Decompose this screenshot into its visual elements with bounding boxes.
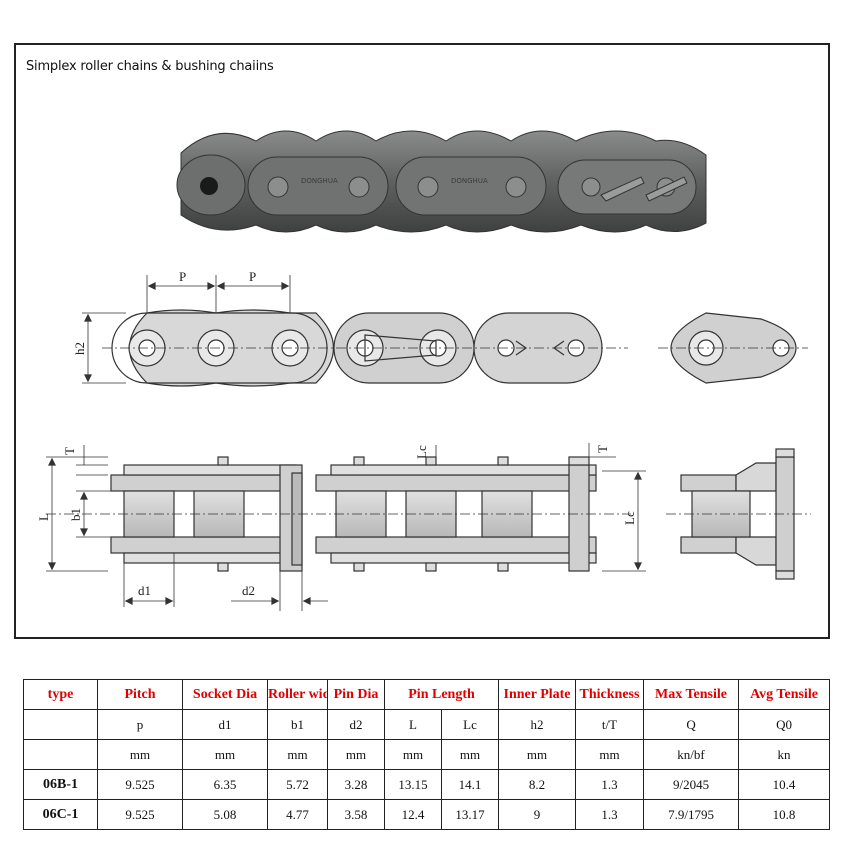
symbol-cell: d1: [182, 709, 268, 740]
unit-row: mm mm mm mm mm mm mm mm kn/bf kn: [23, 739, 831, 770]
figure-title: Simplex roller chains & bushing chaiins: [26, 59, 274, 74]
label-T-right: T: [595, 445, 610, 453]
unit-cell: kn/bf: [643, 739, 740, 770]
spec-table: type Pitch Socket Dia Roller width Pin D…: [23, 679, 831, 830]
unit-cell: mm: [384, 739, 442, 770]
value-cell: 13.17: [440, 799, 500, 830]
type-cell: 06C-1: [23, 799, 98, 830]
value-cell: 5.72: [267, 769, 328, 800]
label-T-left: T: [62, 447, 77, 455]
value-cell: 9.525: [97, 769, 183, 800]
label-pitch-2: P: [249, 269, 256, 284]
symbol-cell: h2: [498, 709, 577, 740]
header-pin-dia: Pin Dia: [327, 679, 385, 710]
symbol-cell: p: [97, 709, 183, 740]
value-cell: 12.4: [384, 799, 442, 830]
unit-cell: kn: [738, 739, 831, 770]
header-thickness: Thickness: [575, 679, 645, 710]
header-pin-length: Pin Length: [383, 679, 500, 710]
unit-cell: mm: [327, 739, 385, 770]
symbol-cell: L: [384, 709, 442, 740]
value-cell: 10.8: [738, 799, 831, 830]
value-cell: 8.2: [498, 769, 577, 800]
type-cell: 06B-1: [23, 769, 98, 800]
label-d1: d1: [138, 583, 151, 598]
symbol-cell: d2: [327, 709, 385, 740]
unit-cell: mm: [440, 739, 500, 770]
header-avg-tensile: Avg Tensile: [738, 679, 831, 710]
label-Lc-left: Lc: [414, 445, 429, 459]
header-socket-dia: Socket Dia: [182, 679, 268, 710]
header-row: type Pitch Socket Dia Roller width Pin D…: [23, 679, 831, 710]
symbol-cell: Lc: [440, 709, 500, 740]
value-cell: 4.77: [267, 799, 328, 830]
header-inner-plate: Inner Plate: [498, 679, 577, 710]
unit-cell: mm: [182, 739, 268, 770]
table-row: 06C-1 9.525 5.08 4.77 3.58 12.4 13.17 9 …: [23, 799, 831, 830]
side-view-drawing: [82, 275, 808, 387]
label-b1: b1: [68, 508, 83, 521]
label-h2: h2: [72, 342, 87, 355]
value-cell: 3.58: [327, 799, 385, 830]
value-cell: 9: [498, 799, 577, 830]
label-Lc-right: Lc: [622, 511, 637, 525]
unit-cell: mm: [267, 739, 328, 770]
table-row: 06B-1 9.525 6.35 5.72 3.28 13.15 14.1 8.…: [23, 769, 831, 800]
value-cell: 3.28: [327, 769, 385, 800]
header-roller-width: Roller width: [267, 679, 328, 710]
header-pitch: Pitch: [97, 679, 183, 710]
plate-stamp-2: DONGHUA: [451, 177, 488, 185]
value-cell: 6.35: [182, 769, 268, 800]
symbol-row: p d1 b1 d2 L Lc h2 t/T Q Q0: [23, 709, 831, 740]
value-cell: 14.1: [440, 769, 500, 800]
value-cell: 13.15: [384, 769, 442, 800]
unit-cell: mm: [498, 739, 577, 770]
unit-cell: [23, 739, 98, 770]
symbol-cell: Q: [643, 709, 740, 740]
label-L: L: [36, 513, 51, 521]
chain-photo: DONGHUA DONGHUA: [176, 130, 707, 233]
symbol-cell: Q0: [738, 709, 831, 740]
value-cell: 10.4: [738, 769, 831, 800]
label-pitch-1: P: [179, 269, 186, 284]
value-cell: 9.525: [97, 799, 183, 830]
symbol-cell: b1: [267, 709, 328, 740]
value-cell: 1.3: [575, 799, 645, 830]
value-cell: 1.3: [575, 769, 645, 800]
unit-cell: mm: [575, 739, 645, 770]
unit-cell: mm: [97, 739, 183, 770]
plate-stamp-1: DONGHUA: [301, 177, 338, 185]
chain-diagram: DONGHUA DONGHUA: [36, 130, 811, 611]
header-type: type: [23, 679, 98, 710]
value-cell: 5.08: [182, 799, 268, 830]
header-max-tensile: Max Tensile: [643, 679, 740, 710]
value-cell: 9/2045: [643, 769, 740, 800]
top-view-drawing: [46, 443, 811, 611]
label-d2: d2: [242, 583, 255, 598]
symbol-cell: t/T: [575, 709, 645, 740]
chain-figure: Simplex roller chains & bushing chaiins: [14, 43, 830, 639]
symbol-cell: [23, 709, 98, 740]
value-cell: 7.9/1795: [643, 799, 740, 830]
